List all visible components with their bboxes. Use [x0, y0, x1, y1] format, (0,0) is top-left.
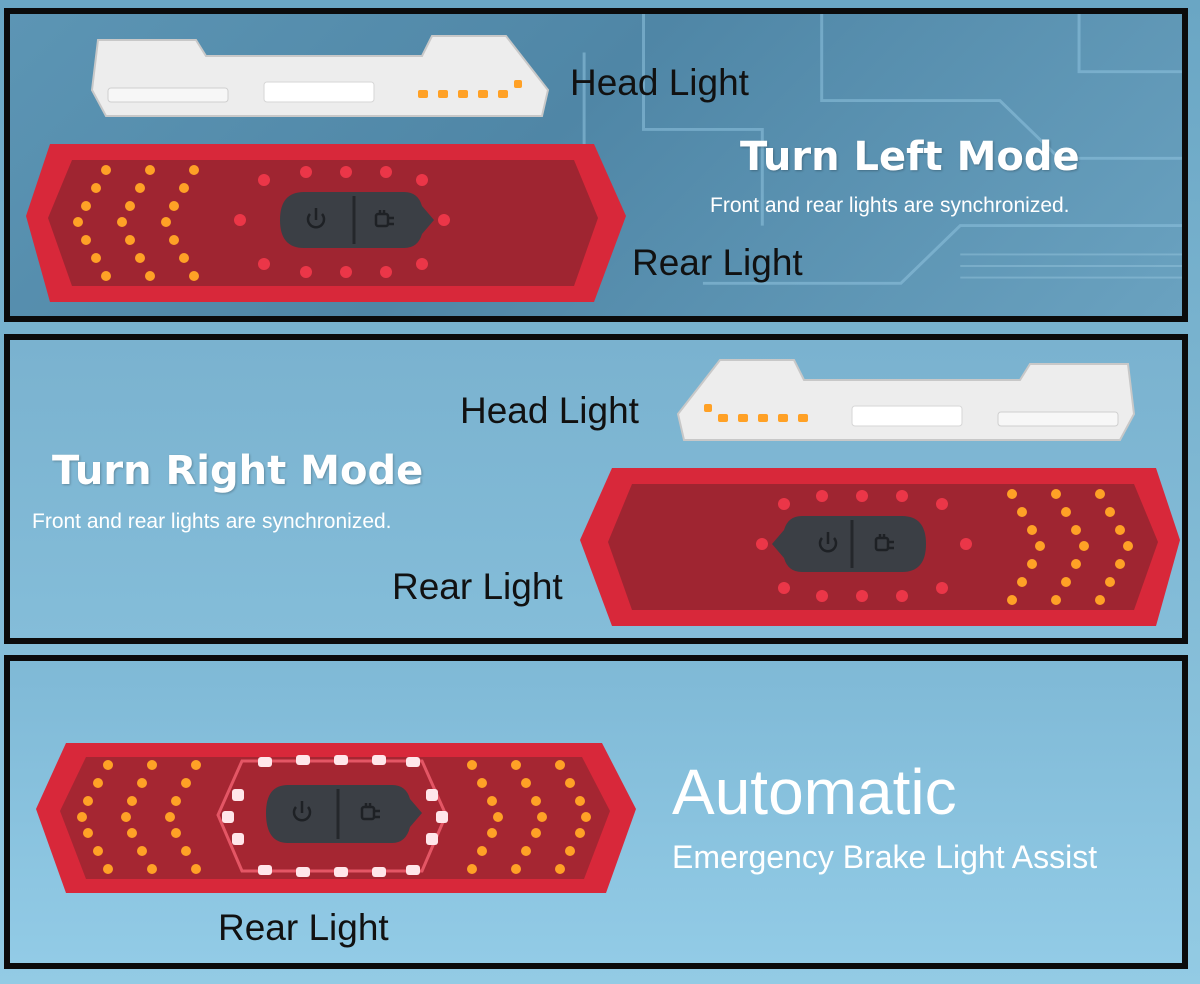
light-mode-icon [360, 803, 380, 821]
turn-right-panel: Head Light Turn Right Mode Front and rea… [4, 334, 1188, 644]
head-light-label: Head Light [460, 390, 639, 431]
rear-light-left [26, 144, 626, 302]
mode-title: Turn Left Mode [740, 134, 1080, 180]
mode-title: Turn Right Mode [52, 448, 424, 494]
rear-light-label: Rear Light [632, 242, 803, 283]
automatic-panel: Automatic Emergency Brake Light Assist R… [4, 655, 1188, 969]
head-light-label: Head Light [570, 62, 749, 103]
power-icon [292, 801, 312, 822]
light-mode-icon [874, 534, 894, 552]
rear-light-label: Rear Light [392, 566, 563, 607]
turn-left-panel: Head Light Turn Left Mode Front and rear… [4, 8, 1188, 322]
head-light-right [676, 359, 1136, 441]
head-light-left [90, 35, 550, 117]
button-pad[interactable] [772, 516, 926, 572]
mode-title: Automatic [672, 756, 957, 828]
mode-subtitle: Emergency Brake Light Assist [672, 839, 1098, 875]
circuit-background [582, 14, 1182, 285]
button-pad[interactable] [280, 192, 434, 248]
mode-subtitle: Front and rear lights are synchronized. [710, 194, 1070, 217]
button-pad[interactable] [266, 785, 422, 843]
rear-light-brake [36, 743, 636, 893]
mode-subtitle: Front and rear lights are synchronized. [32, 510, 392, 533]
rear-light-right [580, 468, 1180, 626]
power-icon [306, 208, 326, 229]
light-mode-icon [374, 210, 394, 228]
power-icon [818, 532, 838, 553]
rear-light-label: Rear Light [218, 907, 389, 948]
